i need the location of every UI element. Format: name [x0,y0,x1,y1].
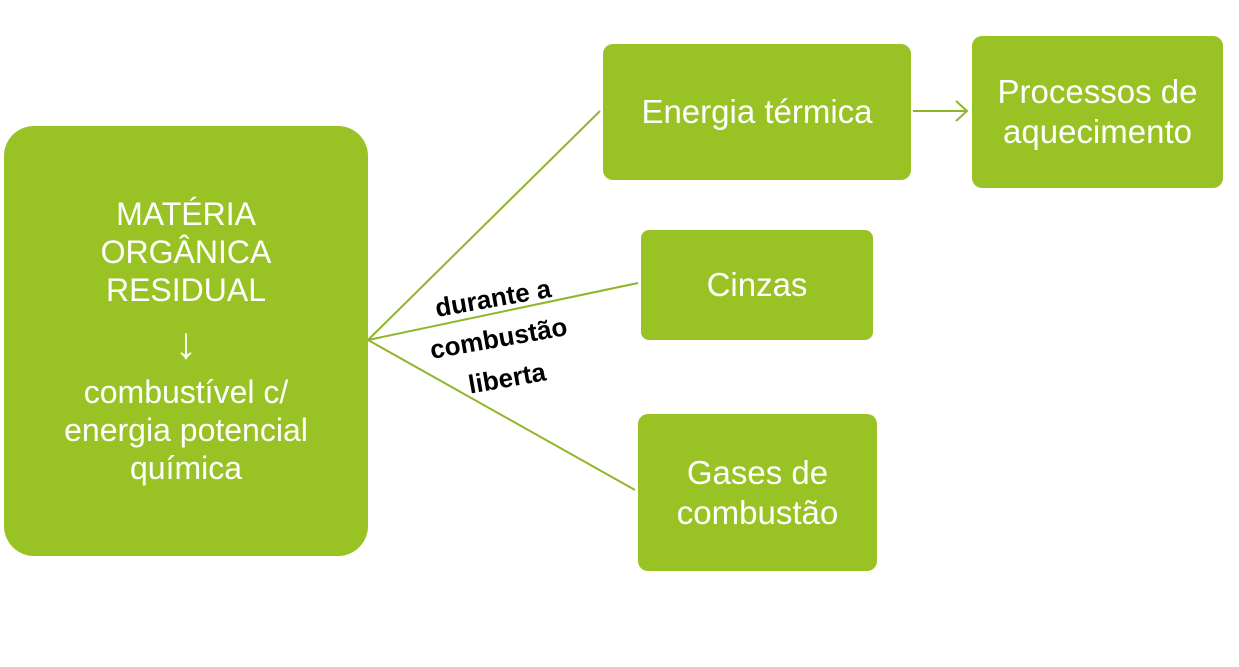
node-energia-termica: Energia térmica [603,44,911,180]
node-processos-line2: aquecimento [1003,113,1192,150]
source-sub-line3: química [129,450,243,486]
source-sub-line2: energia potencial [64,412,308,448]
connector-to-cinzas [367,282,639,341]
connector-to-energia [367,110,601,341]
arrow-energia-to-processos-head [955,100,969,122]
source-sub-line1: combustível c/ [83,374,289,410]
node-cinzas-label: Cinzas [706,266,808,303]
arrow-down-icon: ↓ [175,319,197,368]
source-title-line2: ORGÂNICA [100,234,272,270]
node-processos-line1: Processos de [997,73,1198,110]
source-title-line3: RESIDUAL [105,272,267,308]
source-title-line1: MATÉRIA [116,196,256,232]
node-processos-aquecimento: Processos de aquecimento [972,36,1223,188]
node-gases-line2: combustão [676,493,839,531]
source-node: MATÉRIA ORGÂNICA RESIDUAL ↓ combustível … [4,126,368,556]
node-gases-line1: Gases de [686,453,829,491]
node-gases-combustao: Gases de combustão [638,414,877,571]
node-energia-label: Energia térmica [641,93,873,130]
node-cinzas: Cinzas [641,230,873,340]
connector-to-gases [367,339,636,491]
